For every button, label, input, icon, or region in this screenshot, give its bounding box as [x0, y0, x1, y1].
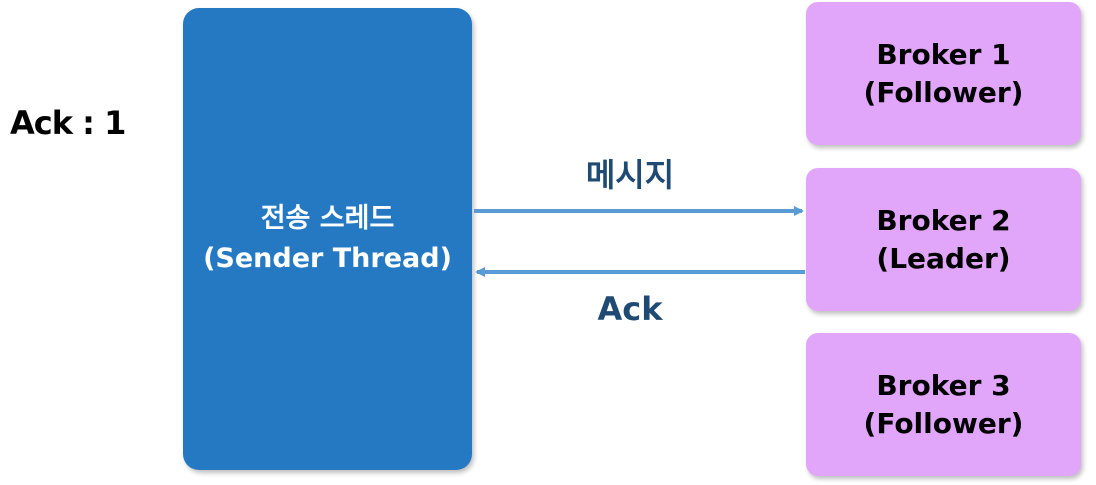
broker-2-role: (Leader) [876, 241, 1011, 275]
broker-1-role: (Follower) [863, 75, 1024, 109]
broker-1-title: Broker 1 [876, 37, 1011, 71]
ack-arrow-label: Ack [597, 290, 663, 328]
broker-1-box: Broker 1 (Follower) [806, 2, 1081, 145]
broker-2-box: Broker 2 (Leader) [806, 168, 1081, 311]
sender-subtitle: (Sender Thread) [203, 243, 452, 274]
sender-title: 전송 스레드 [260, 203, 395, 234]
broker-2-title: Broker 2 [876, 203, 1011, 237]
broker-3-title: Broker 3 [876, 368, 1011, 402]
message-arrow-label: 메시지 [585, 156, 675, 194]
broker-3-box: Broker 3 (Follower) [806, 333, 1081, 476]
ack-mode-label: Ack : 1 [10, 104, 126, 142]
sender-thread-box: 전송 스레드 (Sender Thread) [183, 8, 472, 470]
broker-3-role: (Follower) [863, 406, 1024, 440]
